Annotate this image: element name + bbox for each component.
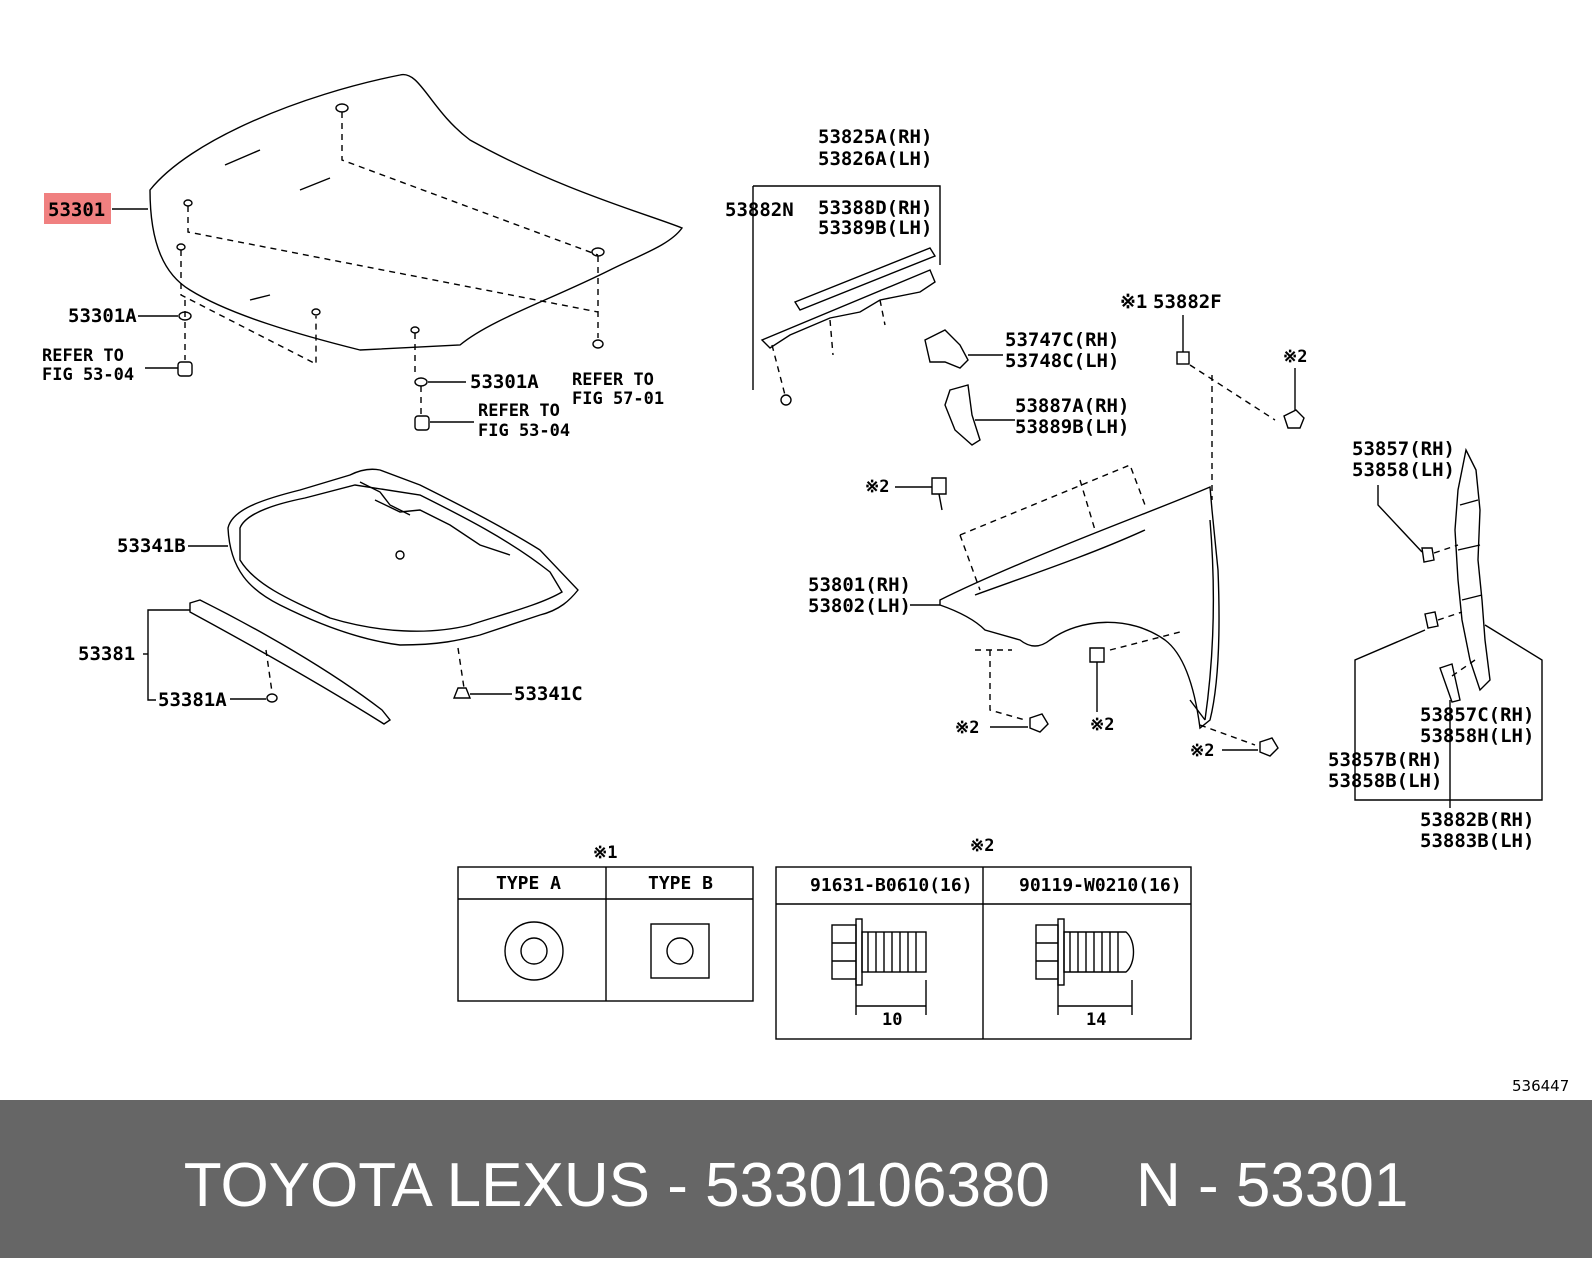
fender-pad — [944, 384, 981, 446]
clip-b-rh-label[interactable]: 53882B(RH) — [1420, 809, 1534, 831]
insulator-label[interactable]: 53341B — [117, 535, 186, 557]
nut-label[interactable]: 53882F — [1153, 291, 1222, 313]
insulator-clip-label[interactable]: 53341C — [514, 683, 583, 705]
fender-rh-label[interactable]: 53801(RH) — [808, 574, 911, 596]
bracket-rh-label[interactable]: 53747C(RH) — [1005, 329, 1119, 351]
bolt-1 — [1283, 409, 1305, 429]
hood-seal-b — [414, 377, 428, 387]
parts-diagram: 53301 53301A REFER TO FIG 53-04 53301A R… — [42, 74, 1569, 1095]
hood-seal-c — [592, 339, 604, 349]
cushion-1 — [177, 361, 193, 377]
type-b-label: TYPE B — [648, 873, 713, 894]
bolt-mark-1[interactable]: ※2 — [1283, 347, 1307, 367]
bolt-1-part: 91631-B0610(16) — [810, 875, 973, 896]
diagram-id: 536447 — [1512, 1077, 1569, 1095]
seal-strip-clip — [266, 693, 278, 703]
nut-mark[interactable]: ※1 — [1120, 291, 1147, 313]
hood-seal-strip — [189, 599, 392, 725]
liner-clip-3 — [1439, 663, 1461, 703]
refer-1-fig[interactable]: FIG 53-04 — [42, 365, 134, 385]
bracket-lh-label[interactable]: 53748C(LH) — [1005, 350, 1119, 372]
bolt-4 — [1029, 713, 1049, 733]
hood-seal-label-a[interactable]: 53301A — [68, 305, 137, 327]
bolt-3 — [1089, 647, 1105, 663]
hood-panel — [149, 74, 684, 372]
liner-clip-1 — [1421, 547, 1435, 563]
bolt-2-length: 14 — [1086, 1010, 1106, 1030]
refer-1-label[interactable]: REFER TO — [42, 346, 124, 366]
bolt-mark-4[interactable]: ※2 — [955, 718, 979, 738]
bolt-1-length: 10 — [882, 1010, 902, 1030]
bolt-mark-2[interactable]: ※2 — [865, 477, 889, 497]
refer-2-fig[interactable]: FIG 53-04 — [478, 421, 570, 441]
seal-strip-label[interactable]: 53381 — [78, 643, 135, 665]
bolt-5 — [1259, 737, 1279, 757]
front-fender — [939, 485, 1220, 730]
bolt-2-part: 90119-W0210(16) — [1019, 875, 1182, 896]
refer-3-fig[interactable]: FIG 57-01 — [572, 389, 664, 409]
type-b-nut-icon — [650, 923, 710, 979]
cushion-2 — [414, 415, 430, 431]
bolt-1-icon — [831, 918, 927, 1015]
insulator-clip — [452, 687, 472, 699]
liner-seal-rh-label[interactable]: 53857(RH) — [1352, 438, 1455, 460]
hood-label[interactable]: 53301 — [48, 199, 105, 221]
nut-legend-mark: ※1 — [593, 843, 617, 863]
clip-b-lh-label[interactable]: 53883B(LH) — [1420, 830, 1534, 852]
hood-insulator — [227, 468, 579, 646]
fender-nut — [1176, 351, 1190, 365]
nut-type-legend: ※1 TYPE A TYPE B — [457, 843, 754, 1002]
liner-seal-lh-label[interactable]: 53858(LH) — [1352, 459, 1455, 481]
liner-b-lh-label[interactable]: 53858B(LH) — [1328, 770, 1442, 792]
refer-2-label[interactable]: REFER TO — [478, 401, 560, 421]
bolt-legend-mark: ※2 — [970, 836, 994, 856]
bolt-2 — [931, 477, 947, 495]
hood-seal-label-b[interactable]: 53301A — [470, 371, 539, 393]
cowl-top-seal — [760, 247, 937, 349]
bolt-2-icon — [1035, 918, 1135, 1015]
seal-rh-label[interactable]: 53388D(RH) — [818, 197, 932, 219]
liner-c-lh-label[interactable]: 53858H(LH) — [1420, 725, 1534, 747]
bolt-mark-5[interactable]: ※2 — [1190, 741, 1214, 761]
type-a-label: TYPE A — [496, 873, 561, 894]
cowl-lh-label[interactable]: 53826A(LH) — [818, 148, 932, 170]
type-a-washer-icon — [504, 921, 564, 981]
pad-lh-label[interactable]: 53889B(LH) — [1015, 416, 1129, 438]
bolt-mark-3[interactable]: ※2 — [1090, 715, 1114, 735]
seal-lh-label[interactable]: 53389B(LH) — [818, 217, 932, 239]
cowl-rh-label[interactable]: 53825A(RH) — [818, 126, 932, 148]
seal-strip-clip-label[interactable]: 53381A — [158, 689, 227, 711]
cowl-clip — [780, 394, 792, 406]
cowl-clip-label[interactable]: 53882N — [725, 199, 794, 221]
liner-c-rh-label[interactable]: 53857C(RH) — [1420, 704, 1534, 726]
fender-liner-seal — [1454, 447, 1491, 692]
fender-bracket — [924, 329, 969, 369]
hood-label-highlight — [44, 193, 111, 224]
fender-lh-label[interactable]: 53802(LH) — [808, 595, 911, 617]
pad-rh-label[interactable]: 53887A(RH) — [1015, 395, 1129, 417]
liner-clip-2 — [1424, 611, 1439, 629]
part-number-caption: TOYOTA LEXUS - 5330106380 N - 53301 — [183, 1151, 1409, 1220]
footer-bar: TOYOTA LEXUS - 5330106380 N - 53301 — [0, 1100, 1592, 1258]
bolt-legend: ※2 91631-B0610(16) 90119-W0210(16) 10 — [775, 836, 1192, 1040]
liner-b-rh-label[interactable]: 53857B(RH) — [1328, 749, 1442, 771]
refer-3-label[interactable]: REFER TO — [572, 370, 654, 390]
